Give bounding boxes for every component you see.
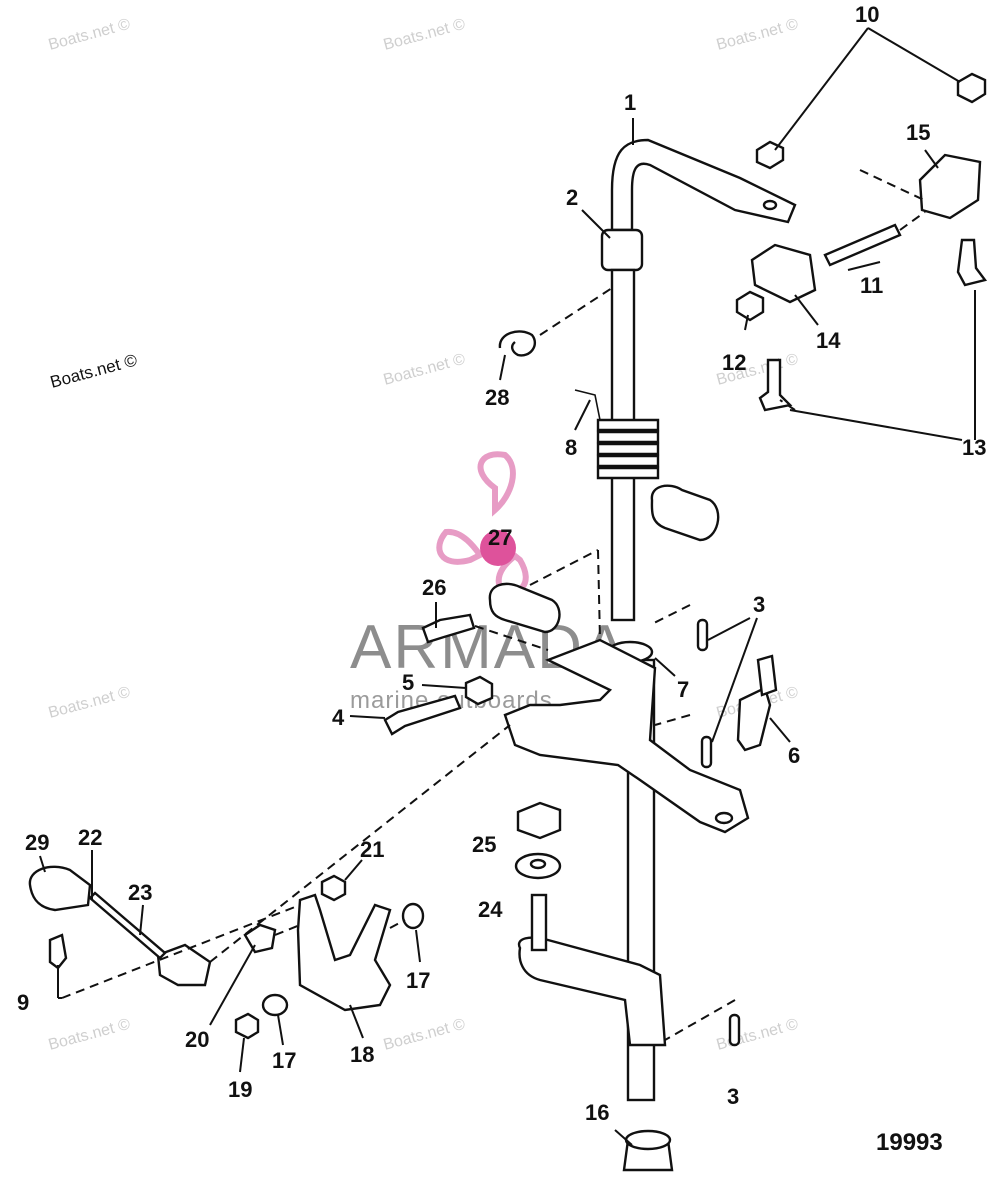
callout-label: 8 <box>565 435 577 460</box>
ball-stud-9 <box>48 933 68 970</box>
callout-label: 12 <box>722 350 746 375</box>
callout-label: 27 <box>488 525 512 550</box>
callout-label: 26 <box>422 575 446 600</box>
callout-label: 20 <box>185 1027 209 1052</box>
callout-label: 2 <box>566 185 578 210</box>
callout-label: 3 <box>727 1084 739 1109</box>
callout-label: 25 <box>472 832 496 857</box>
watermark: Boats.net © <box>382 16 468 54</box>
link-rod-23 <box>88 891 167 960</box>
watermark: Boats.net © <box>715 16 801 54</box>
callout-label: 17 <box>272 1048 296 1073</box>
ball-stud-20 <box>243 923 277 954</box>
callout-label: 10 <box>855 2 879 27</box>
callout-label: 22 <box>78 825 102 850</box>
callout-label: 1 <box>624 90 636 115</box>
clamp-27 <box>488 582 561 634</box>
link-block-14 <box>750 243 817 304</box>
watermark: Boats.net © <box>47 16 133 54</box>
watermark: Boats.net © <box>47 1016 133 1054</box>
callout-label: 28 <box>485 385 509 410</box>
callout-label: 19 <box>228 1077 252 1102</box>
nut-25 <box>516 801 562 840</box>
pin-3b <box>700 735 713 769</box>
screw-4 <box>383 694 462 736</box>
bracket-18 <box>296 893 392 1012</box>
callout-label: 18 <box>350 1042 374 1067</box>
dashed-assembly-lines <box>58 169 926 1041</box>
callout-label: 29 <box>25 830 49 855</box>
washer-17b <box>261 993 289 1017</box>
callout-label: 7 <box>677 677 689 702</box>
callout-label: 21 <box>360 837 384 862</box>
nut-12 <box>735 290 765 322</box>
propeller-icon <box>436 451 529 595</box>
callout-labels: 1 2 3 3 3 4 5 6 7 8 9 10 11 12 13 14 15 … <box>17 2 986 1125</box>
callout-label: 9 <box>17 990 29 1015</box>
drawing-number: 19993 <box>876 1129 943 1156</box>
callout-label: 17 <box>406 968 430 993</box>
link-rod-11 <box>823 223 902 267</box>
watermark: Boats.net © <box>715 1016 801 1054</box>
nut-10b <box>956 72 987 104</box>
callout-label: 16 <box>585 1100 609 1125</box>
watermark: Boats.net © <box>382 1016 468 1054</box>
lower-lever-arm <box>517 936 667 1047</box>
link-end-29 <box>28 865 92 912</box>
nut-5 <box>464 675 494 706</box>
callout-label: 4 <box>332 705 345 730</box>
watermark: Boats.net © <box>47 684 133 722</box>
callout-label: 14 <box>816 328 841 353</box>
watermark: Boats.net © <box>382 351 468 389</box>
washer-17a <box>401 902 425 930</box>
callout-label: 13 <box>962 435 986 460</box>
callout-label: 24 <box>478 897 503 922</box>
ball-stud-13a <box>758 358 793 412</box>
shaft-clamp <box>650 484 720 542</box>
ball-stud-13b <box>956 238 988 287</box>
pin-3a <box>696 618 709 652</box>
screw-26 <box>421 613 476 644</box>
callout-label: 5 <box>402 670 414 695</box>
callout-label: 11 <box>860 273 883 298</box>
link-end-22 <box>156 943 212 987</box>
watermark-dark: Boats.net © <box>48 350 139 392</box>
pin-3c <box>728 1013 741 1047</box>
callout-label: 3 <box>753 592 765 617</box>
callout-label: 6 <box>788 743 800 768</box>
callout-label: 23 <box>128 880 152 905</box>
nut-21 <box>320 874 347 902</box>
leader-lines <box>39 27 976 1146</box>
nut-19 <box>234 1012 260 1040</box>
callout-label: 15 <box>906 120 930 145</box>
link-block-15 <box>918 153 982 220</box>
torsion-spring <box>574 389 660 480</box>
throttle-lever-arm <box>503 638 750 834</box>
e-ring-28 <box>498 330 537 357</box>
